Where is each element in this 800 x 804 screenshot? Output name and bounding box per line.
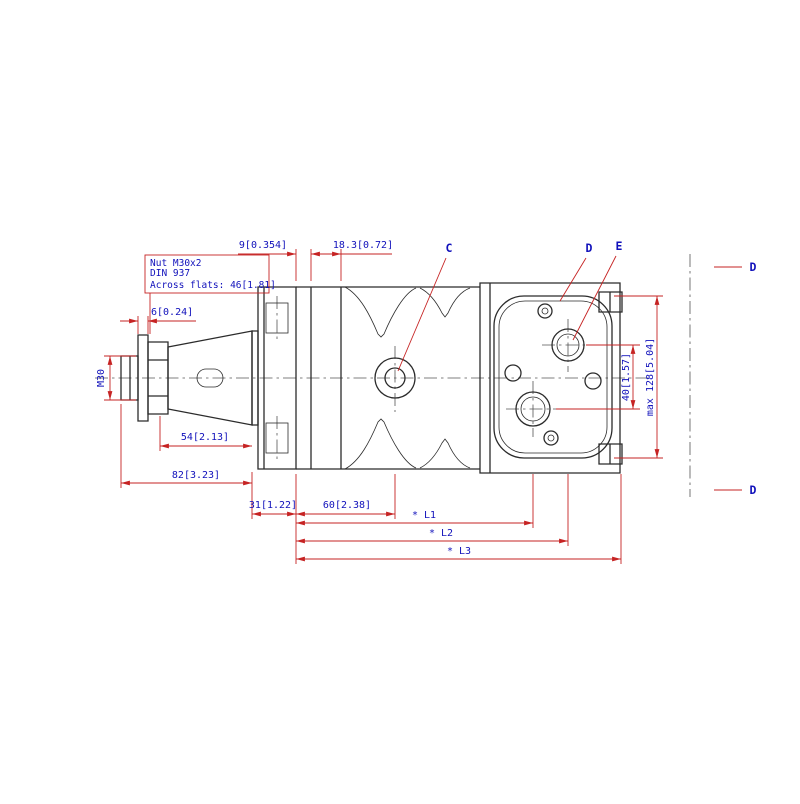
washer-outline <box>137 334 149 422</box>
c-feature-circle-outer <box>374 357 416 399</box>
dim-label-82: 82[3.23] <box>172 470 220 481</box>
main-port-crosshair <box>506 381 562 437</box>
dim-label-60: 60[2.38] <box>323 500 371 511</box>
dim-label-m30: M30 <box>96 369 107 387</box>
dim-label-l3: * L3 <box>447 546 471 557</box>
note-line-1: Nut M30x2 <box>150 258 201 269</box>
leader-e <box>572 255 617 341</box>
corner-bolt-top <box>598 291 623 313</box>
nut-outline <box>147 341 169 415</box>
e-port-circle-inner <box>556 333 580 357</box>
dim-washer-thickness <box>120 316 196 334</box>
flange-bolt-slot-bottom <box>265 422 289 454</box>
port-face-outline <box>493 295 613 459</box>
note-line-3: Across flats: 46[1.81] <box>150 280 276 291</box>
dim-label-max-128: max 128[5.04] <box>645 338 656 416</box>
dim-shaft-overall <box>120 404 253 519</box>
dim-label-31: 31[1.22] <box>249 500 297 511</box>
dim-l2 <box>296 474 569 546</box>
shaft-key-slot <box>196 368 224 388</box>
port-face-inner-contour <box>498 300 608 454</box>
motor-linework <box>120 282 623 474</box>
main-port-circle <box>515 391 551 427</box>
section-label-d-top: D <box>750 260 757 274</box>
bolt-hole-bottom <box>543 430 559 446</box>
dim-label-l2: * L2 <box>429 528 453 539</box>
dim-l1 <box>296 474 534 528</box>
note-line-2: DIN 937 <box>150 268 190 279</box>
dim-label-l1: * L1 <box>412 510 436 521</box>
bolt-hole-right <box>584 372 602 390</box>
dim-max-height <box>614 295 663 459</box>
dim-flange-to-center <box>295 474 396 564</box>
e-port-circle <box>551 328 585 362</box>
housing-spline-top-1 <box>344 286 417 338</box>
housing-outline <box>296 286 480 470</box>
dim-l3 <box>296 474 622 564</box>
text-labels: Nut M30x2 DIN 937 Across flats: 46[1.81]… <box>96 239 757 557</box>
dim-flange-thickness <box>238 249 392 281</box>
dim-label-54: 54[2.13] <box>181 432 229 443</box>
leader-d <box>559 257 587 302</box>
housing-spline-bottom-2 <box>419 438 471 469</box>
housing-spline-bottom-1 <box>344 418 417 470</box>
bolt-hole-top-inner <box>541 307 549 315</box>
leader-c <box>397 257 447 372</box>
e-port-crosshair <box>542 319 600 372</box>
main-port-circle-inner <box>520 396 546 422</box>
callout-d: D <box>586 241 593 255</box>
callout-e: E <box>616 239 623 253</box>
dim-thread-m30 <box>104 355 136 401</box>
note-box-and-leader <box>144 254 270 334</box>
section-label-d-bottom: D <box>750 483 757 497</box>
dim-label-18-3: 18.3[0.72] <box>333 240 393 251</box>
dim-label-9: 9[0.354] <box>239 240 287 251</box>
end-cover-outline <box>479 282 621 474</box>
dimension-lines <box>104 249 742 564</box>
dim-label-40: 40[1.57] <box>621 353 632 401</box>
bolt-hole-left <box>504 364 522 382</box>
callout-c: C <box>446 241 453 255</box>
c-feature-circle-inner <box>384 367 406 389</box>
housing-spline-top-2 <box>419 287 471 318</box>
bolt-hole-bottom-inner <box>547 434 555 442</box>
corner-bolt-bottom <box>598 443 623 465</box>
bolt-hole-top <box>537 303 553 319</box>
dim-port-spacing <box>556 344 640 410</box>
dim-shaft-length <box>159 416 252 451</box>
flange-bolt-slot-top <box>265 302 289 334</box>
dim-label-6: 6[0.24] <box>151 307 193 318</box>
